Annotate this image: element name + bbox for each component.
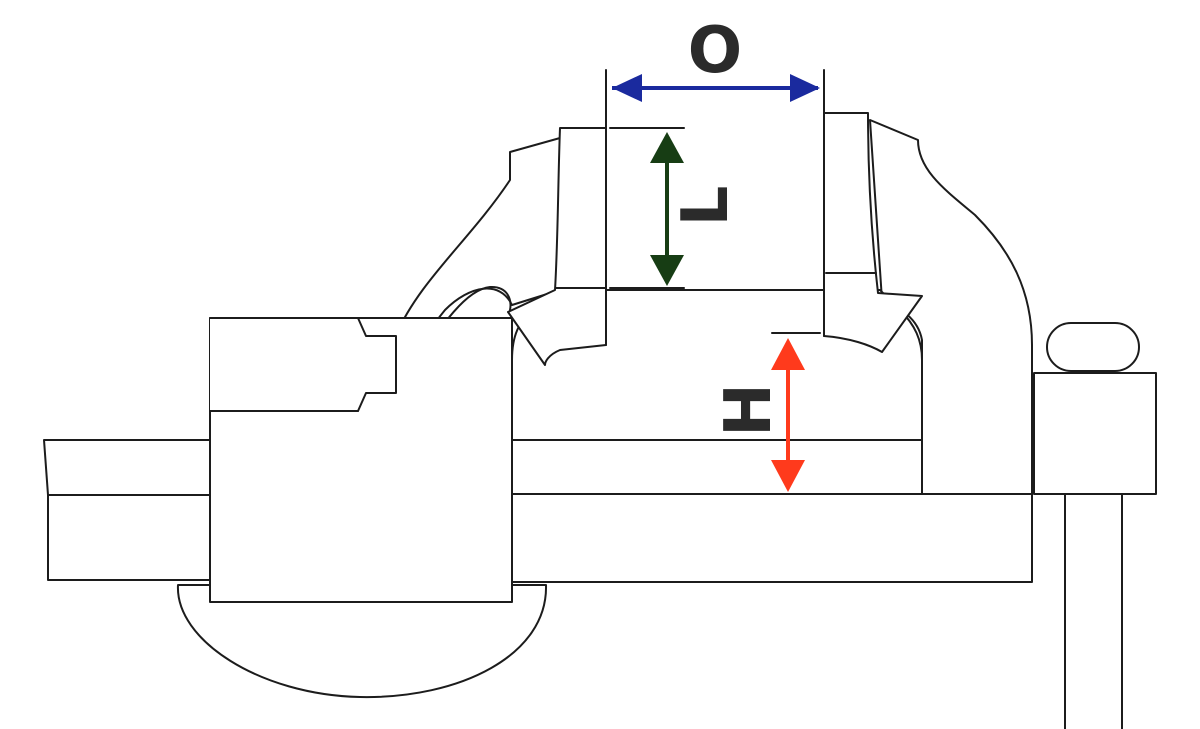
- movable-block-neck: [209, 317, 397, 412]
- mount-block: [1033, 372, 1157, 495]
- dimension-opening-label: O: [688, 14, 742, 88]
- dimension-height-arrowhead-top: [771, 338, 805, 370]
- dimension-jaw-length-arrowhead-bottom: [650, 255, 684, 286]
- dimension-opening: O: [612, 14, 820, 102]
- slide-bar: [43, 439, 213, 581]
- right-jaw-plate: [823, 112, 923, 353]
- movable-jaw-body: [511, 289, 923, 495]
- dimension-jaw-length-arrowhead-top: [650, 132, 684, 163]
- guide-rail: [511, 439, 923, 495]
- left-jaw-plate: [507, 127, 607, 366]
- base-rail: [511, 493, 1033, 583]
- fixed-jaw-body: [869, 119, 1033, 495]
- dimension-height-arrowhead-bottom: [771, 460, 805, 492]
- mount-cap: [1046, 322, 1140, 372]
- dimension-height: H: [712, 338, 805, 492]
- dimension-opening-arrowhead-left: [612, 74, 642, 102]
- dimension-height-label: H: [712, 383, 786, 437]
- dimension-jaw-length: L: [650, 132, 743, 286]
- dimension-jaw-length-label: L: [669, 186, 743, 227]
- swivel-base: [176, 584, 548, 699]
- dimension-opening-arrowhead-right: [790, 74, 820, 102]
